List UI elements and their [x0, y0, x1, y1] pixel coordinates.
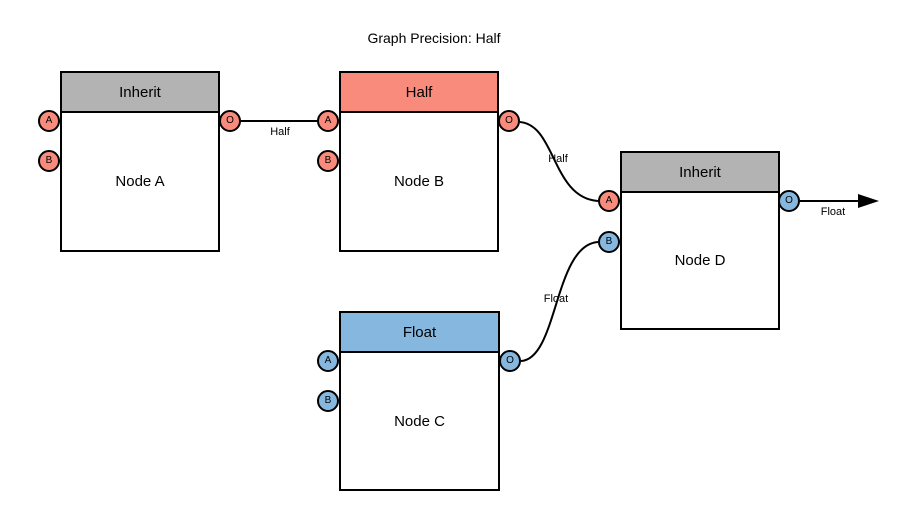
- edge-label-float-1: Float: [543, 293, 569, 305]
- node-c-port-input-a[interactable]: A: [317, 350, 339, 372]
- node-b-port-output-o[interactable]: O: [498, 110, 520, 132]
- node-d[interactable]: Inherit Node D: [620, 151, 780, 330]
- node-a-label: Node A: [115, 173, 165, 190]
- node-b-port-input-a[interactable]: A: [317, 110, 339, 132]
- node-b[interactable]: Half Node B: [339, 71, 499, 252]
- edge-nodeb-to-noded[interactable]: [519, 121, 599, 202]
- node-a-port-output-o[interactable]: O: [219, 110, 241, 132]
- node-b-header: Half: [341, 73, 497, 113]
- node-a-header: Inherit: [62, 73, 218, 113]
- node-c-header: Float: [341, 313, 498, 353]
- node-d-port-output-o[interactable]: O: [778, 190, 800, 212]
- edge-label-half-2: Half: [548, 153, 568, 165]
- edge-nodec-to-noded[interactable]: [520, 241, 599, 362]
- node-c-port-input-b[interactable]: B: [317, 390, 339, 412]
- edge-label-float-2: Float: [820, 206, 846, 218]
- node-b-label: Node B: [393, 173, 445, 190]
- node-b-port-input-b[interactable]: B: [317, 150, 339, 172]
- node-c[interactable]: Float Node C: [339, 311, 500, 491]
- node-c-port-output-o[interactable]: O: [499, 350, 521, 372]
- node-d-port-input-a[interactable]: A: [598, 190, 620, 212]
- node-d-label: Node D: [674, 252, 726, 269]
- node-c-label: Node C: [394, 412, 445, 430]
- output-arrowhead-icon: [858, 194, 879, 208]
- node-d-port-input-b[interactable]: B: [598, 231, 620, 253]
- node-a-port-input-b[interactable]: B: [38, 150, 60, 172]
- node-a[interactable]: Inherit Node A: [60, 71, 220, 252]
- node-d-header: Inherit: [622, 153, 778, 193]
- node-a-port-input-a[interactable]: A: [38, 110, 60, 132]
- diagram-title: Graph Precision: Half: [367, 30, 501, 46]
- edge-label-half-1: Half: [270, 126, 290, 138]
